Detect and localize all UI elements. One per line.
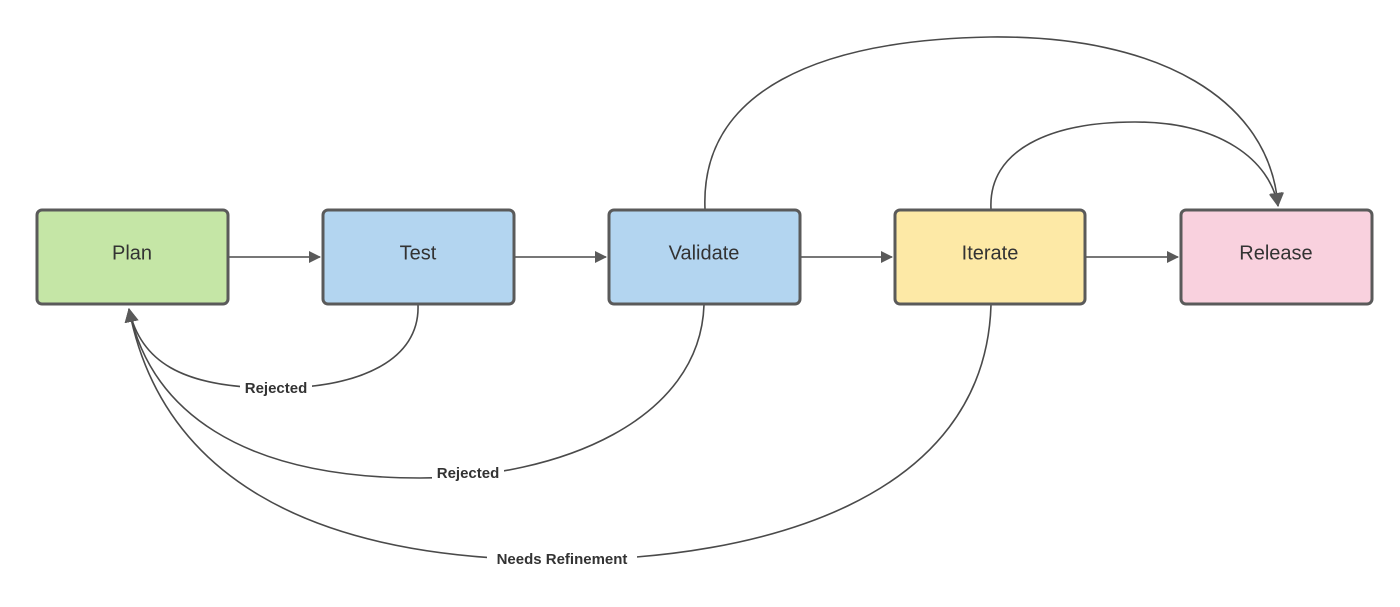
edge-iterate-to-plan — [124, 304, 992, 561]
node-release-label: Release — [1239, 242, 1312, 264]
node-test-box — [321, 208, 516, 306]
node-validate-box — [607, 208, 802, 306]
svg-text:Rejected: Rejected — [245, 380, 308, 397]
node-release-box — [1179, 208, 1374, 306]
node-plan-box — [35, 208, 230, 306]
edge-validate-to-plan — [124, 304, 705, 479]
node-iterate-box — [893, 208, 1087, 306]
edge-label-needs-refinement: Needs Refinement — [487, 551, 637, 569]
node-plan-label: Plan — [112, 242, 152, 264]
edge-label-validate-rejected: Rejected — [432, 465, 504, 483]
edge-validate-to-release — [704, 36, 1284, 210]
edge-iterate-to-release — [990, 121, 1283, 210]
svg-text:Needs Refinement: Needs Refinement — [497, 551, 628, 568]
node-test-label: Test — [400, 242, 437, 264]
node-release[interactable]: Release — [1179, 208, 1374, 306]
node-iterate-label: Iterate — [962, 242, 1019, 264]
edge-label-test-rejected: Rejected — [240, 380, 312, 398]
node-plan[interactable]: Plan — [35, 208, 230, 306]
node-test[interactable]: Test — [321, 208, 516, 306]
node-validate[interactable]: Validate — [607, 208, 802, 306]
node-validate-label: Validate — [669, 242, 740, 264]
svg-text:Rejected: Rejected — [437, 465, 500, 482]
node-iterate[interactable]: Iterate — [893, 208, 1087, 306]
edge-test-to-plan — [124, 304, 419, 389]
